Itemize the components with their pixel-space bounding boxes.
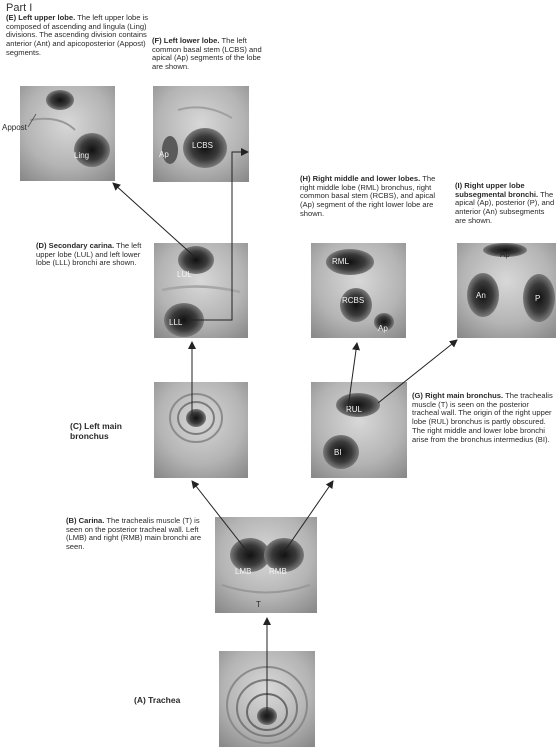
label-ap-i: Ap	[500, 250, 510, 259]
image-left-upper-lobe	[20, 86, 115, 181]
caption-d: (D) Secondary carina. The left upper lob…	[36, 241, 142, 268]
label-an: An	[476, 291, 486, 300]
caption-f: (F) Left lower lobe. The left common bas…	[152, 36, 262, 72]
image-right-upper-lobe-subsegments	[457, 243, 556, 338]
label-p: P	[535, 294, 540, 303]
caption-h: (H) Right middle and lower lobes. The ri…	[300, 174, 436, 218]
label-ap-h: Ap	[378, 324, 388, 333]
label-lcbs: LCBS	[192, 141, 213, 150]
label-rul: RUL	[346, 405, 363, 414]
image-left-main-bronchus	[154, 382, 248, 478]
image-right-main-bronchus	[311, 382, 407, 478]
caption-i: (I) Right upper lobe subsegmental bronch…	[455, 181, 555, 225]
label-rmb: RMB	[269, 567, 287, 576]
image-right-middle-lower-lobes	[311, 243, 406, 338]
caption-a: (A) Trachea	[134, 695, 181, 705]
label-ling: Ling	[74, 151, 89, 160]
label-bi: BI	[334, 448, 342, 457]
label-lll: LLL	[169, 318, 183, 327]
caption-c: (C) Left main bronchus	[70, 421, 122, 441]
part-label: Part I	[6, 2, 33, 14]
arrows	[112, 148, 458, 718]
caption-g: (G) Right main bronchus. The trachealis …	[412, 391, 553, 444]
label-lul: LUL	[177, 270, 192, 279]
caption-b: (B) Carina. The trachealis muscle (T) is…	[66, 516, 202, 552]
label-rml: RML	[332, 257, 349, 266]
image-left-lower-lobe	[153, 86, 249, 182]
label-appost: Appost	[2, 123, 28, 132]
label-ap-f: Ap	[159, 150, 169, 159]
label-rcbs: RCBS	[342, 296, 364, 305]
caption-e: (E) Left upper lobe. The left upper lobe…	[6, 13, 149, 57]
label-lmb: LMB	[235, 567, 251, 576]
label-t: T	[256, 600, 261, 609]
image-carina	[215, 517, 317, 613]
